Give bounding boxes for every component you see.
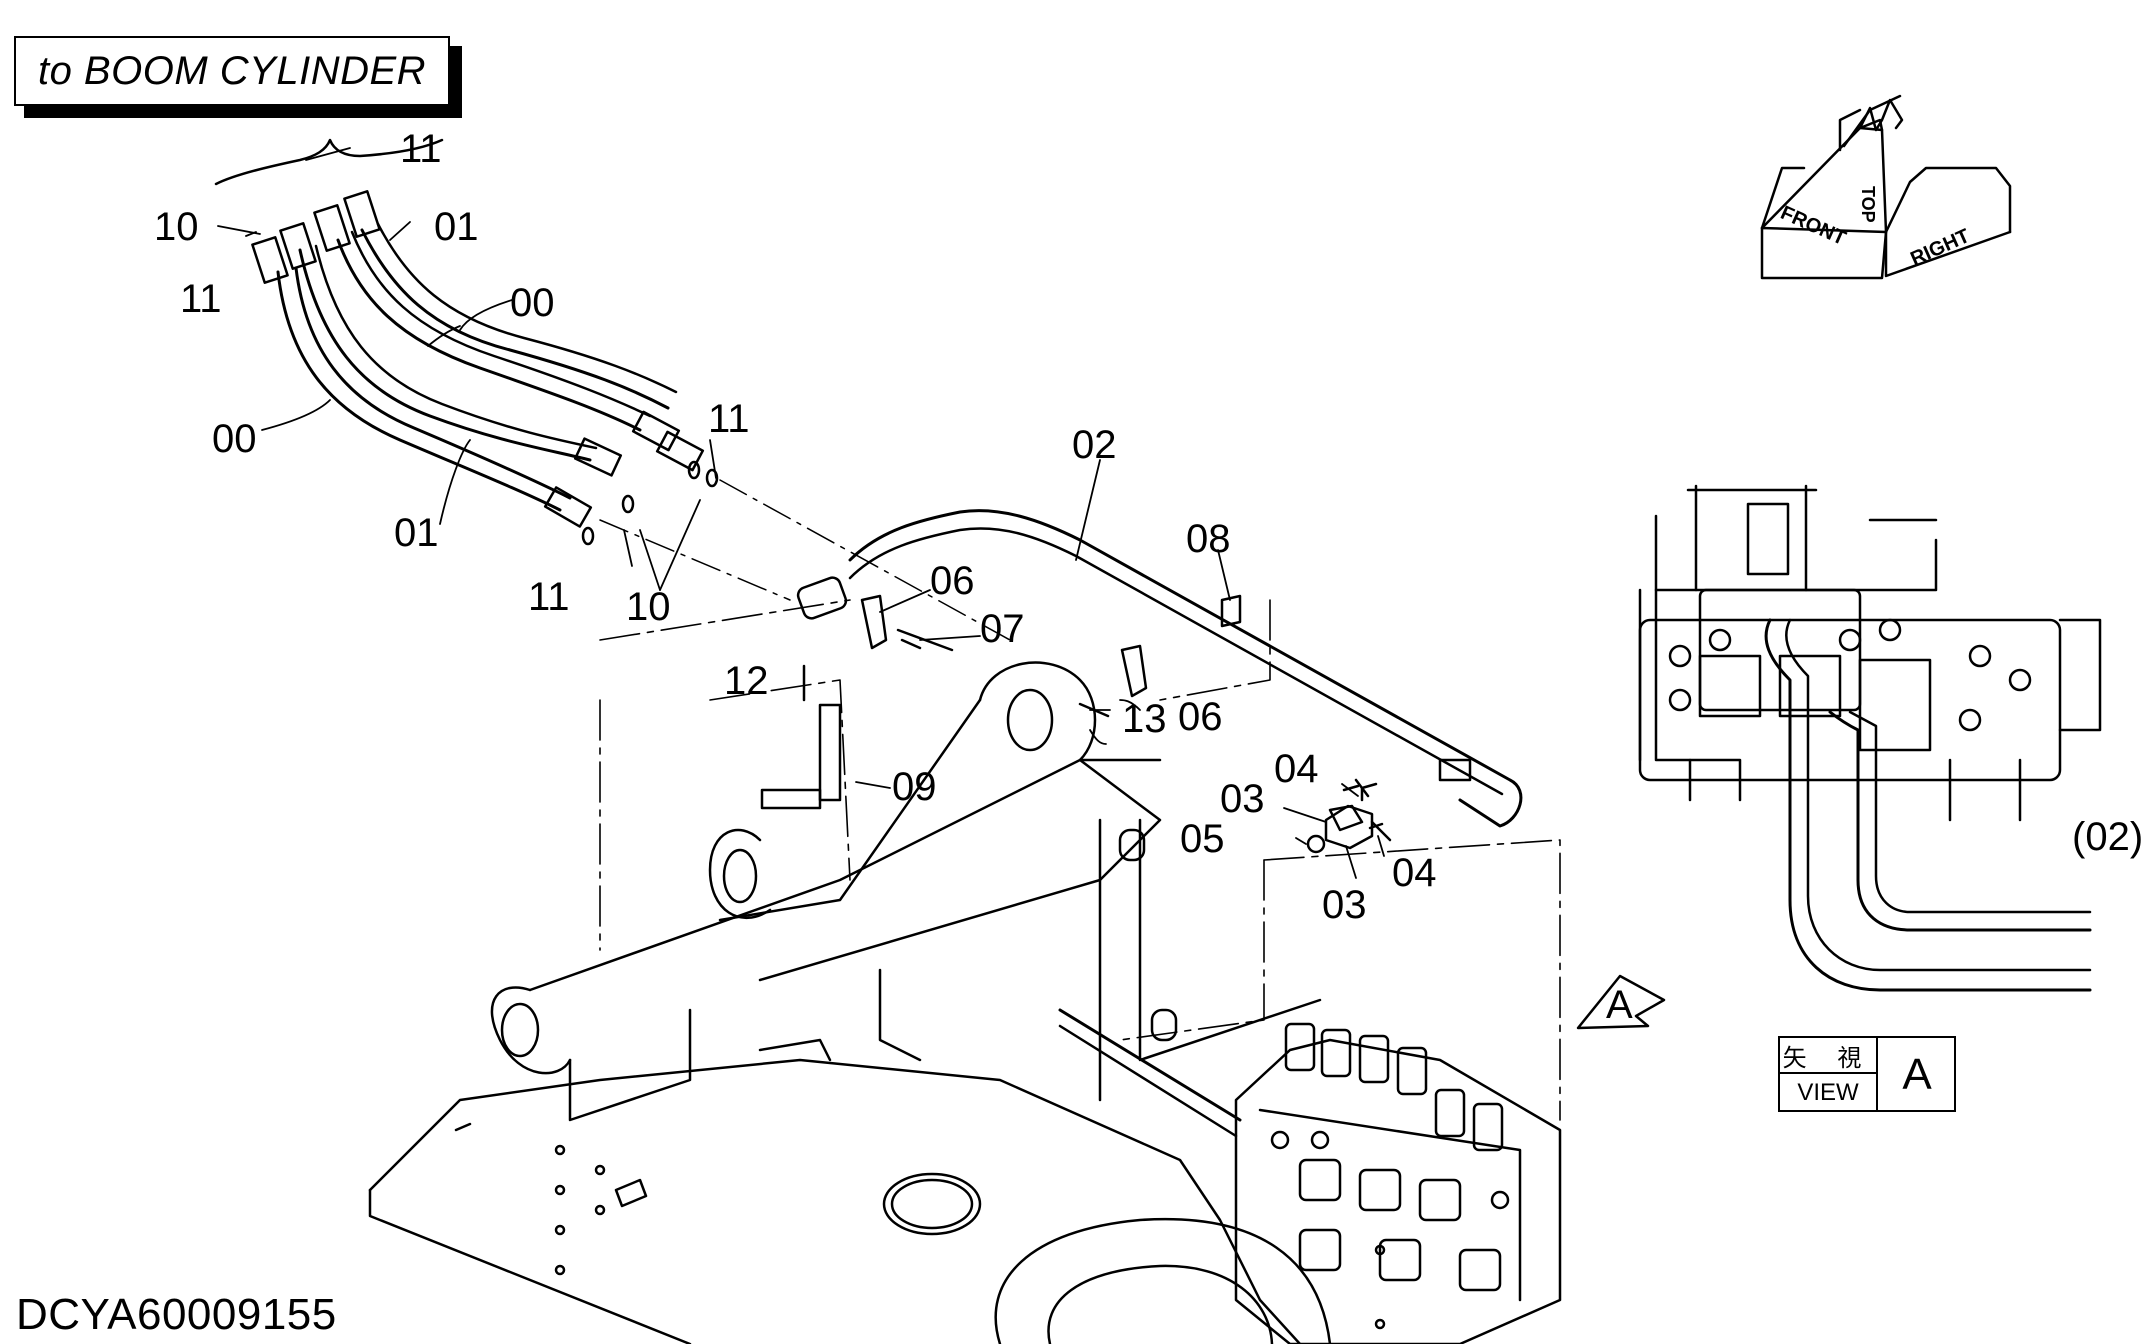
callout-08: 08 — [1186, 517, 1231, 561]
view-a-marker — [1576, 974, 1666, 1030]
orientation-right: RIGHT — [1907, 225, 1973, 270]
callout-03: 03 — [1322, 883, 1367, 927]
callout-00: 00 — [212, 417, 257, 461]
callout-00: 00 — [510, 281, 555, 325]
callout-11: 11 — [708, 397, 750, 441]
callout-12: 12 — [724, 659, 769, 703]
flange-parts — [1306, 778, 1392, 854]
view-label-letter: A — [1902, 1050, 1932, 1099]
callout-07: 07 — [980, 607, 1025, 651]
detail-view — [1638, 484, 2102, 992]
view-marker-letter: A — [1606, 983, 1633, 1027]
document-id: DCYA60009155 — [16, 1290, 337, 1339]
orientation-front: FRONT — [1777, 202, 1849, 250]
view-label-japanese: 矢 視 — [1780, 1038, 1878, 1074]
orientation-indicator — [1760, 94, 2012, 280]
leader-lines — [217, 147, 1385, 879]
control-valve — [1058, 1008, 1562, 1344]
callout-09: 09 — [892, 765, 937, 809]
callout-11: 11 — [180, 277, 222, 321]
callout-02: 02 — [1072, 423, 1117, 467]
callout-04: 04 — [1274, 747, 1319, 791]
callout-06: 06 — [1178, 695, 1223, 739]
callout-10: 10 — [626, 585, 671, 629]
title-box: to BOOM CYLINDER — [14, 36, 462, 118]
boom-structure — [490, 661, 1322, 1122]
view-label-text: VIEW — [1780, 1074, 1878, 1112]
callout-03: 03 — [1220, 777, 1265, 821]
callout-01: 01 — [434, 205, 479, 249]
callout-01: 01 — [394, 511, 439, 555]
view-frames — [599, 599, 1561, 1121]
callout-04: 04 — [1392, 851, 1437, 895]
diagram-title: to BOOM CYLINDER — [14, 36, 450, 106]
callout-11: 11 — [400, 127, 442, 171]
hose-assembly — [214, 138, 1011, 641]
clamps — [760, 594, 1384, 832]
callout-13: 13 — [1122, 697, 1167, 741]
view-label-box: 矢 視 VIEW A — [1778, 1036, 1956, 1112]
pipe-02 — [796, 509, 1523, 828]
callout-05: 05 — [1180, 817, 1225, 861]
callout-06: 06 — [930, 559, 975, 603]
callout-10: 10 — [154, 205, 199, 249]
detail-reference: (02) — [2072, 815, 2143, 859]
base-plate — [368, 1058, 1386, 1344]
callout-11: 11 — [528, 575, 570, 619]
orientation-top: TOP — [1858, 186, 1878, 223]
